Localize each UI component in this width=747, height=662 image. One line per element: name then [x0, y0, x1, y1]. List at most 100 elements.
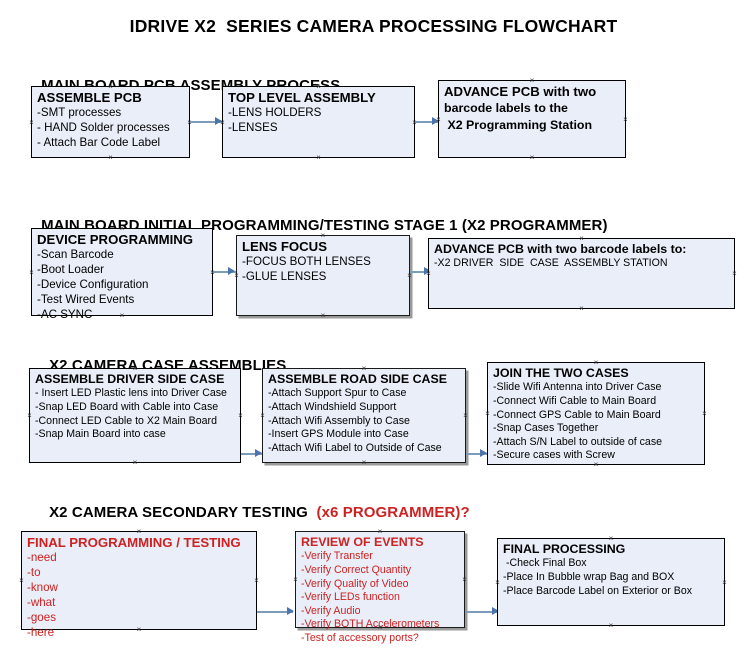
box-line: -Attach Windshield Support — [268, 401, 397, 413]
handle-top-icon[interactable] — [593, 359, 600, 366]
box-line: - Insert LED Plastic lens into Driver Ca… — [35, 387, 227, 400]
handle-top-icon[interactable] — [361, 365, 368, 372]
handle-left-icon[interactable] — [219, 119, 226, 126]
box-line: -LENS HOLDERS — [228, 106, 322, 120]
box-review-of-events[interactable]: REVIEW OF EVENTS -Verify Transfer -Verif… — [292, 528, 468, 644]
box-title: FINAL PROGRAMMING / TESTING — [27, 535, 241, 550]
section-heading-4-text: X2 CAMERA SECONDARY TESTING — [49, 504, 317, 521]
connector-2-2 — [410, 271, 432, 273]
handle-top-icon[interactable] — [136, 528, 143, 535]
handle-right-icon[interactable] — [701, 410, 708, 417]
box-line: -Verify LEDs function — [301, 591, 400, 604]
connector-1-1 — [190, 121, 222, 123]
box-line: -Slide Wifi Antenna into Driver Case — [493, 381, 662, 394]
box-assemble-pcb[interactable]: ASSEMBLE PCB -SMT processes - HAND Solde… — [31, 86, 190, 158]
box-line: -here — [27, 625, 55, 639]
box-line: -Snap Main Board into case — [35, 428, 166, 441]
box-top-level-assembly[interactable]: TOP LEVEL ASSEMBLY -LENS HOLDERS -LENSES — [222, 86, 415, 158]
handle-bottom-icon[interactable] — [593, 461, 600, 468]
handle-top-icon[interactable] — [119, 225, 126, 232]
handle-left-icon[interactable] — [425, 270, 432, 277]
box-line: -Scan Barcode — [37, 248, 114, 262]
box-final-processing[interactable]: FINAL PROCESSING -Check Final Box -Place… — [497, 538, 725, 626]
handle-right-icon[interactable] — [462, 412, 469, 419]
handle-bottom-icon[interactable] — [315, 154, 322, 161]
handle-bottom-icon[interactable] — [119, 312, 126, 319]
handle-top-icon[interactable] — [608, 535, 615, 542]
box-line: -Test Wired Events — [37, 292, 135, 306]
connector-2-1 — [213, 271, 237, 273]
box-line: - HAND Solder processes — [37, 121, 170, 135]
box-line: -Place In Bubble wrap Bag and BOX — [503, 571, 675, 583]
box-line: -Verify Quality of Video — [301, 577, 409, 590]
arrowhead-4-2-icon — [492, 607, 499, 615]
handle-top-icon[interactable] — [529, 77, 536, 84]
box-line: -Check Final Box — [503, 557, 587, 570]
handle-right-icon[interactable] — [253, 577, 260, 584]
box-line: -AC SYNC — [37, 307, 93, 321]
box-title: DEVICE PROGRAMMING — [37, 232, 194, 247]
handle-bottom-icon[interactable] — [529, 154, 536, 161]
handle-right-icon[interactable] — [622, 116, 629, 123]
box-line: X2 Programming Station — [444, 118, 593, 133]
box-assemble-road-side-case[interactable]: ASSEMBLE ROAD SIDE CASE -Attach Support … — [262, 368, 466, 463]
box-line: -goes — [27, 610, 57, 624]
handle-left-icon[interactable] — [28, 119, 35, 126]
box-title: ASSEMBLE PCB — [37, 90, 142, 105]
box-line: -Verify Transfer — [301, 550, 373, 563]
box-device-programming[interactable]: DEVICE PROGRAMMING -Scan Barcode -Boot L… — [28, 225, 213, 321]
box-final-programming-testing[interactable]: FINAL PROGRAMMING / TESTING -need -to -k… — [18, 528, 260, 639]
handle-left-icon[interactable] — [26, 412, 33, 419]
box-line: -need — [27, 551, 57, 565]
box-lens-focus[interactable]: LENS FOCUS -FOCUS BOTH LENSES -GLUE LENS… — [236, 235, 410, 316]
handle-bottom-icon[interactable] — [136, 626, 143, 633]
handle-top-icon[interactable] — [320, 232, 327, 239]
handle-left-icon[interactable] — [484, 410, 491, 417]
handle-bottom-icon[interactable] — [107, 154, 114, 161]
box-join-the-two-cases[interactable]: JOIN THE TWO CASES -Slide Wifi Antenna i… — [487, 362, 705, 465]
handle-left-icon[interactable] — [233, 272, 240, 279]
box-assemble-driver-side-case[interactable]: ASSEMBLE DRIVER SIDE CASE - Insert LED P… — [29, 368, 241, 463]
handle-top-icon[interactable] — [132, 365, 139, 372]
box-advance-pcb-driver-side-case[interactable]: ADVANCE PCB with two barcode labels to: … — [428, 238, 735, 309]
connector-4-1 — [257, 611, 293, 613]
handle-left-icon[interactable] — [292, 576, 299, 583]
handle-bottom-icon[interactable] — [132, 459, 139, 466]
box-line: -to — [27, 566, 41, 580]
box-line: -know — [27, 581, 58, 595]
box-line: -Verify Correct Quantity — [301, 564, 412, 576]
arrowhead-3-2-icon — [480, 449, 487, 457]
handle-bottom-icon[interactable] — [320, 312, 327, 319]
section-heading-4: X2 CAMERA SECONDARY TESTING (x6 PROGRAMM… — [32, 487, 470, 538]
handle-right-icon[interactable] — [731, 270, 738, 277]
handle-left-icon[interactable] — [259, 412, 266, 419]
handle-right-icon[interactable] — [461, 576, 468, 583]
handle-left-icon[interactable] — [28, 269, 35, 276]
box-line: -Boot Loader — [37, 263, 105, 277]
arrowhead-2-1-icon — [228, 267, 235, 275]
handle-bottom-icon[interactable] — [377, 624, 384, 631]
box-line: - Attach Bar Code Label — [37, 136, 161, 150]
handle-top-icon[interactable] — [315, 83, 322, 90]
box-title: JOIN THE TWO CASES — [493, 366, 629, 380]
handle-bottom-icon[interactable] — [578, 305, 585, 312]
box-advance-pcb-programming-station[interactable]: ADVANCE PCB with two barcode labels to t… — [438, 80, 626, 158]
box-title: ASSEMBLE ROAD SIDE CASE — [268, 372, 447, 386]
handle-top-icon[interactable] — [578, 235, 585, 242]
box-title: ADVANCE PCB with two barcode labels to: — [434, 242, 687, 256]
handle-left-icon[interactable] — [435, 116, 442, 123]
box-title: REVIEW OF EVENTS — [301, 535, 424, 549]
arrowhead-3-1-icon — [255, 449, 262, 457]
handle-bottom-icon[interactable] — [361, 459, 368, 466]
handle-right-icon[interactable] — [237, 412, 244, 419]
handle-left-icon[interactable] — [18, 577, 25, 584]
handle-right-icon[interactable] — [721, 579, 728, 586]
handle-right-icon[interactable] — [406, 272, 413, 279]
handle-bottom-icon[interactable] — [608, 622, 615, 629]
handle-top-icon[interactable] — [107, 83, 114, 90]
handle-left-icon[interactable] — [494, 579, 501, 586]
handle-top-icon[interactable] — [377, 528, 384, 535]
box-line: -Connect LED Cable to X2 Main Board — [35, 414, 217, 427]
box-line: -Snap LED Board with Cable into Case — [35, 401, 219, 413]
